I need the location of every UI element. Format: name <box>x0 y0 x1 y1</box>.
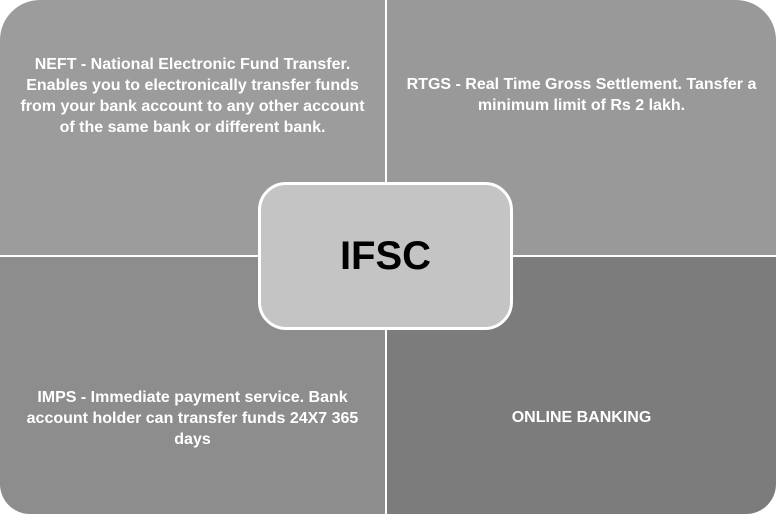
quadrant-rtgs-text: RTGS - Real Time Gross Settlement. Tansf… <box>406 76 757 114</box>
quadrant-imps-text: IMPS - Immediate payment service. Bank a… <box>26 389 359 448</box>
quadrant-neft-text: NEFT - National Electronic Fund Transfer… <box>20 56 365 136</box>
quadrant-neft: NEFT - National Electronic Fund Transfer… <box>0 0 385 255</box>
center-node-label: IFSC <box>339 233 432 278</box>
center-node-ifsc: IFSC <box>258 182 513 330</box>
quadrant-rtgs: RTGS - Real Time Gross Settlement. Tansf… <box>387 0 776 255</box>
quadrant-online-banking-text: ONLINE BANKING <box>511 409 652 426</box>
